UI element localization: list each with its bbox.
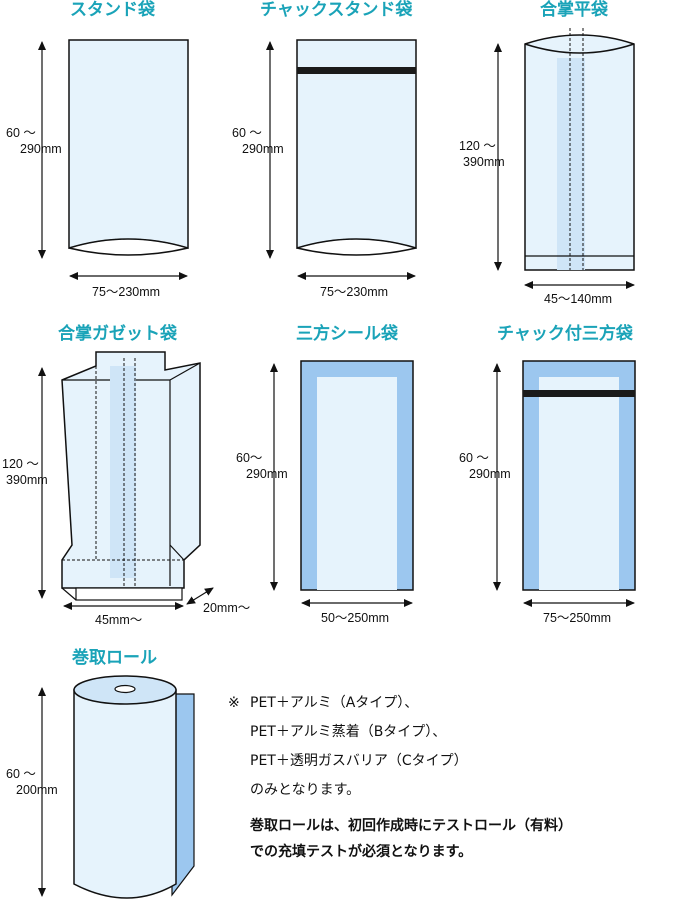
chack-stand-height-label: 60 ～290mm [232,126,284,156]
three-side-seal-bag [300,360,414,591]
chack-three-side-bag [522,360,636,591]
gassho-gusset-depth-arrow [186,587,214,605]
zipper-bar [297,67,416,74]
chack-three-side-bag-title: チャック付三方袋 [497,324,633,344]
stand-bag [68,39,189,256]
note-line-3: PET＋透明ガスバリア（Cタイプ） [250,753,468,769]
gassho-flat-bag [524,28,635,271]
gassho-flat-bag-title: 合掌平袋 [540,0,608,20]
note-bold-line-2: での充填テストが必須となります。 [250,844,473,860]
roll-height-label: 60 ～200mm [6,767,58,797]
stand-height-label: 60 ～290mm [6,126,62,156]
gassho-flat-height-label: 120 ～390mm [459,139,505,169]
roll-title: 巻取ロール [72,648,157,668]
gassho-gusset-depth-label: 20mm～ [203,601,251,615]
note-bold-line-1: 巻取ロールは、初回作成時にテストロール（有料） [250,818,572,834]
stand-width-label: 75～230mm [92,285,161,299]
chack-stand-bag [296,39,417,256]
note-line-1: PET＋アルミ（Aタイプ）、 [250,695,419,711]
chack-three-side-width-label: 75～250mm [543,611,612,625]
chack-three-side-height-label: 60 ～290mm [459,451,511,481]
note-line-2: PET＋アルミ蒸着（Bタイプ）、 [250,724,447,740]
roll [73,675,195,899]
chack-stand-bag-title: チャックスタンド袋 [260,0,413,20]
three-side-seal-bag-title: 三方シール袋 [296,324,398,344]
chack-stand-width-label: 75～230mm [320,285,389,299]
gassho-gusset-bag-title: 合掌ガゼット袋 [58,324,177,344]
gassho-gusset-height-label: 120 ～390mm [2,457,48,487]
three-side-height-label: 60～290mm [236,451,288,481]
note-mark: ※ [228,695,240,711]
gassho-flat-width-label: 45～140mm [544,292,613,306]
gassho-gusset-bag [61,351,201,601]
stand-bag-title: スタンド袋 [70,0,155,20]
three-side-width-label: 50～250mm [321,611,390,625]
zipper-bar [523,390,635,397]
gassho-gusset-width-label: 45mm～ [95,613,143,627]
note-line-4: のみとなります。 [250,782,361,798]
